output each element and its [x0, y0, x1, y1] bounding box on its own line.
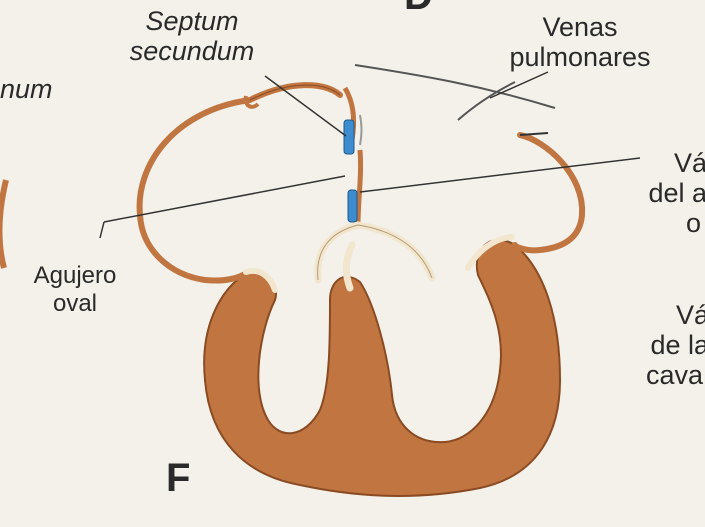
pulmonary-vein-2	[458, 82, 515, 120]
label-partial-num: num	[0, 74, 53, 104]
leader-venas-pulmonares	[490, 72, 548, 98]
leader-valvula-agujero	[360, 158, 640, 192]
septum-primum	[358, 150, 361, 225]
label-agujero-oval: Agujero oval	[10, 262, 140, 318]
previous-panel-edge	[0, 180, 6, 268]
panel-letter-top: D	[404, 0, 433, 18]
label-agujero-line1: Agujero	[10, 262, 140, 290]
label-valvula-line1: Vál	[600, 148, 705, 178]
label-venas-line1: Venas	[470, 12, 690, 42]
septum-secundum-blue	[344, 120, 354, 154]
septum-primum-blue	[348, 190, 357, 222]
endocardial-cushion	[318, 225, 432, 288]
label-valvula-agujero-partial: Vál del a o	[600, 148, 705, 238]
label-valvula-line2: del a	[600, 178, 705, 208]
label-cava-line1: Vá	[600, 300, 705, 330]
label-valvula-line3: o	[600, 208, 701, 238]
label-septum-secundum: Septum secundum	[92, 6, 292, 66]
label-septum-line2: secundum	[92, 36, 292, 66]
label-cava-line3: cava	[600, 360, 703, 390]
panel-letter: F	[166, 456, 190, 500]
label-valvula-cava-partial: Vá de la cava	[600, 300, 705, 390]
label-cava-line2: de la	[600, 330, 705, 360]
label-agujero-line2: oval	[10, 290, 140, 318]
label-venas-pulmonares: Venas pulmonares	[470, 12, 690, 72]
atrium-wall-right	[515, 135, 583, 250]
label-septum-line1: Septum	[92, 6, 292, 36]
ventricles	[204, 240, 560, 496]
label-venas-line2: pulmonares	[470, 42, 690, 72]
